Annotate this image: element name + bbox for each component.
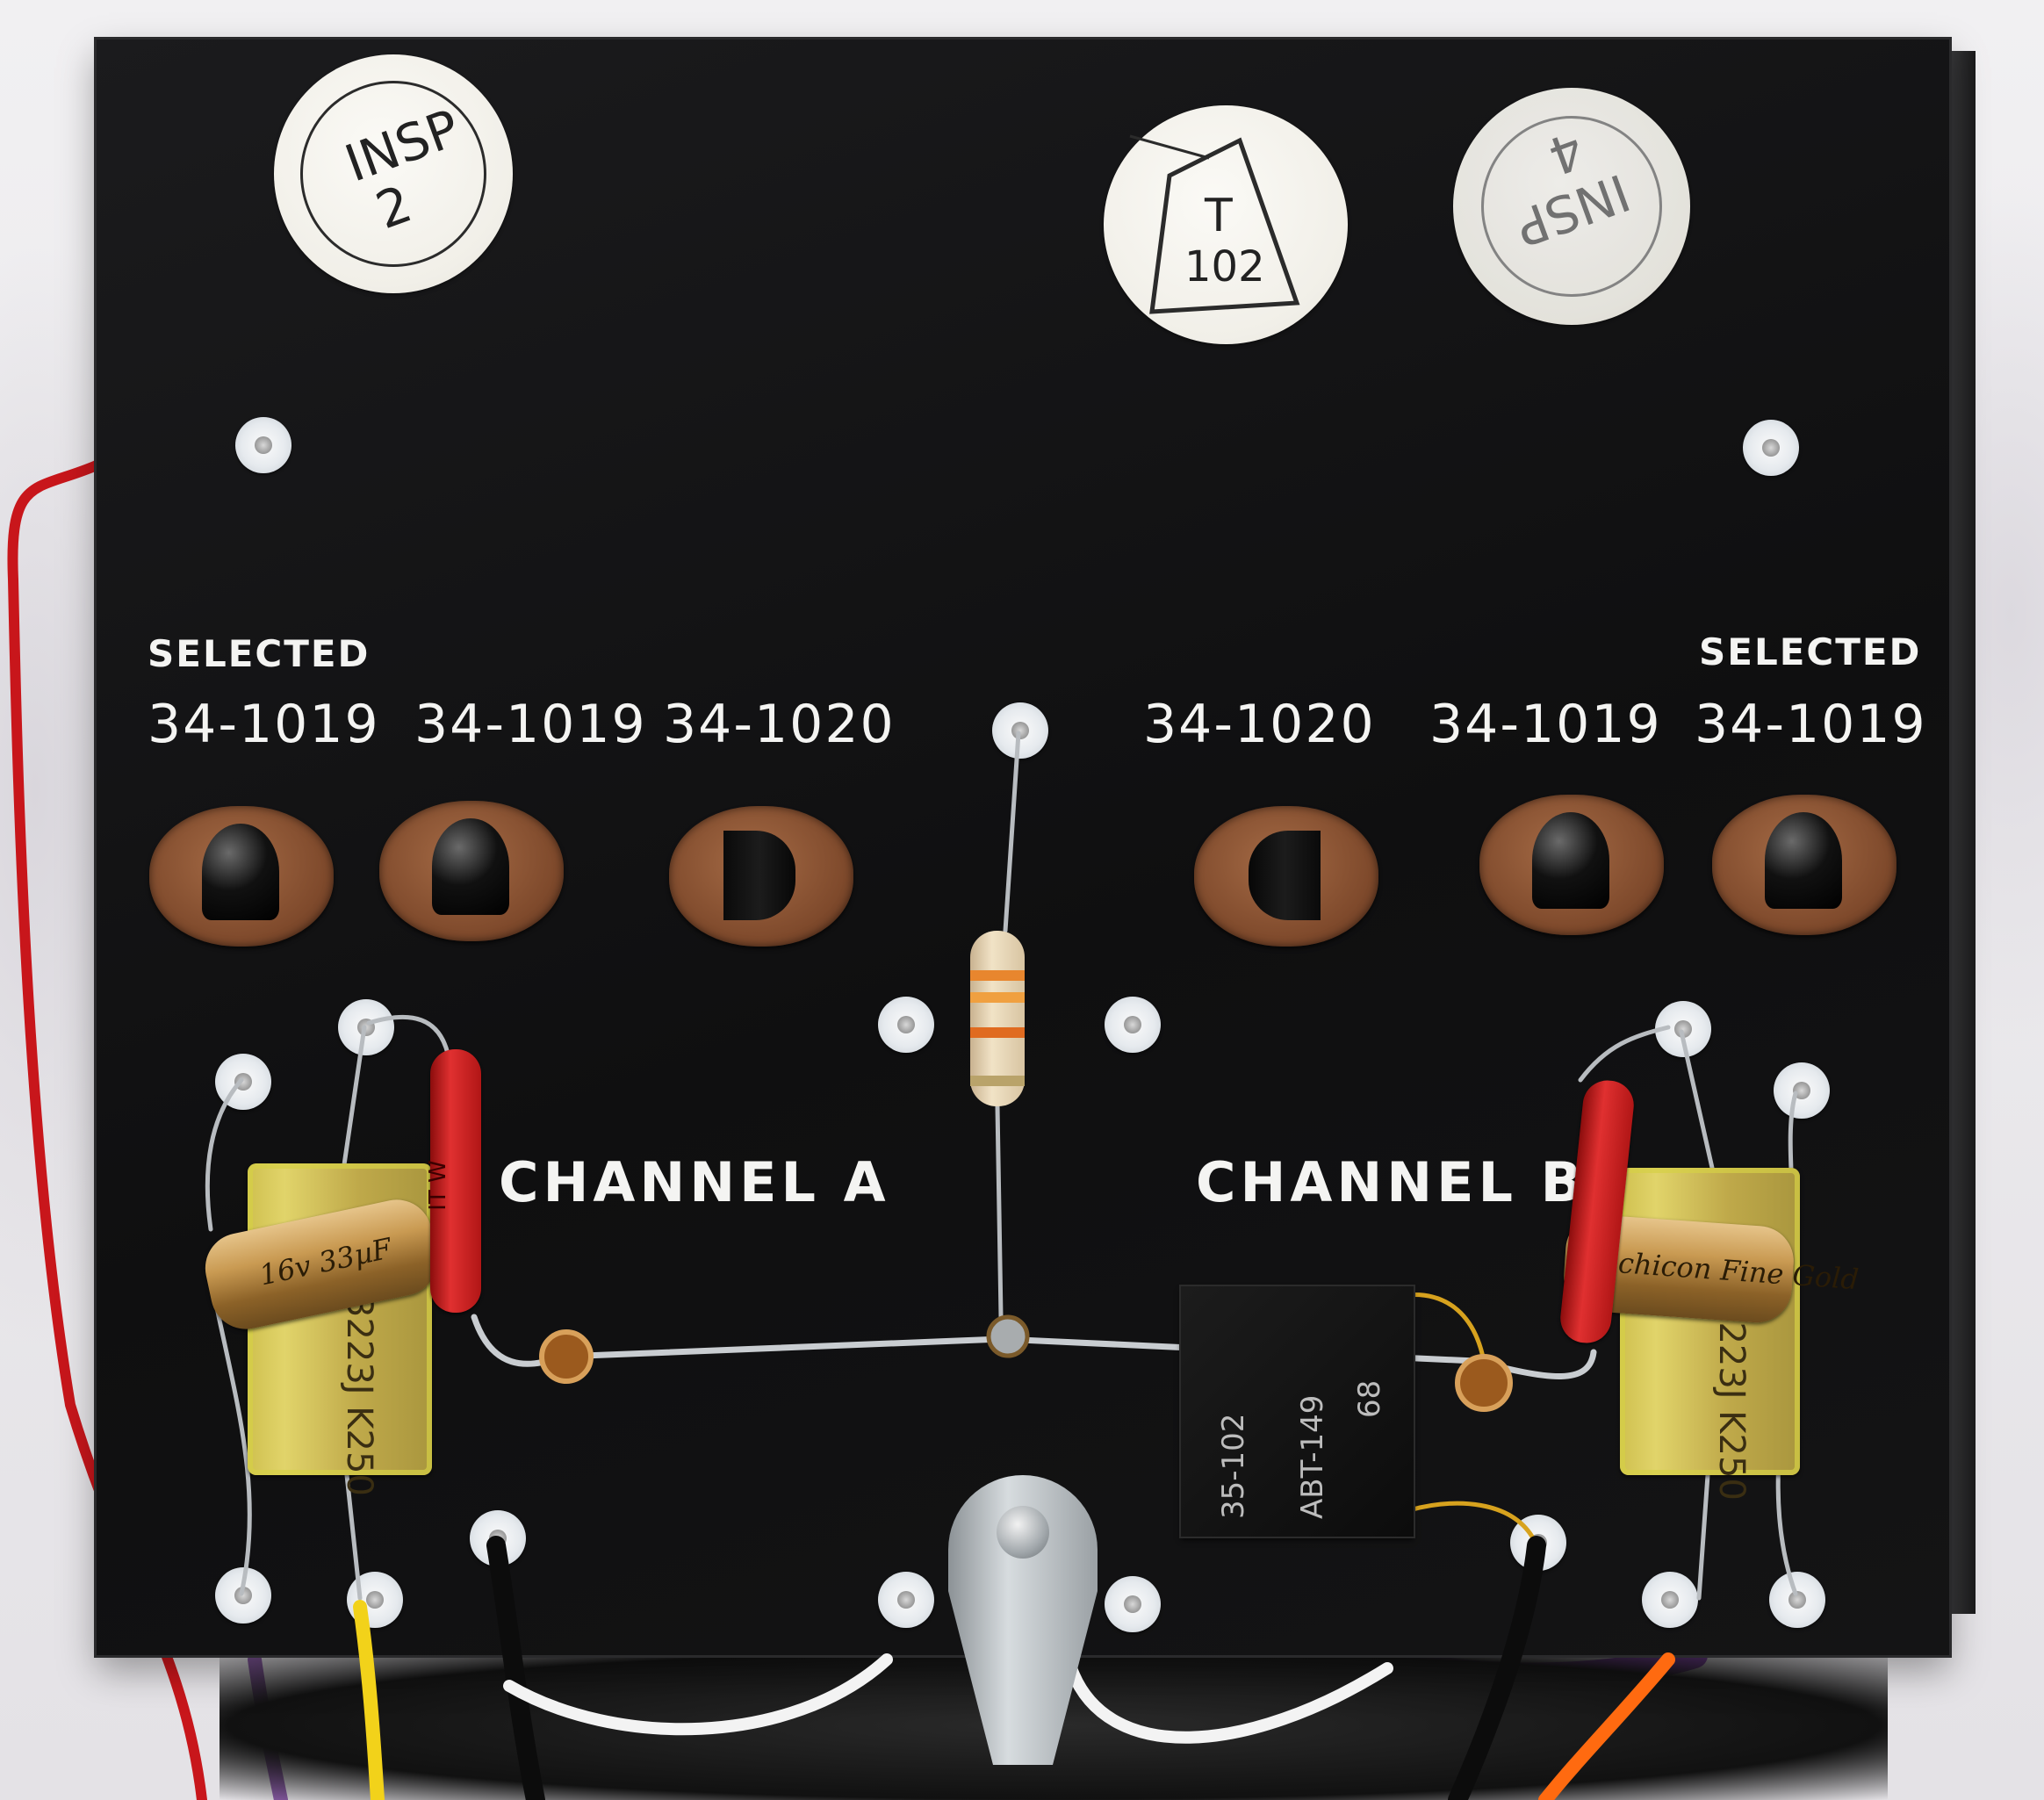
- selected-label-left: SELECTED: [148, 632, 371, 675]
- triangle-mark-icon: [1129, 134, 1300, 314]
- resistor-band: [970, 1027, 1025, 1038]
- standoff-bottom-4: [878, 1572, 934, 1628]
- selected-label-right: SELECTED: [1699, 630, 1922, 673]
- solder-joint: [986, 1314, 1030, 1358]
- standoff-center-right: [1105, 997, 1161, 1053]
- standoff-top-right: [1743, 420, 1799, 476]
- resistor-band: [970, 970, 1025, 981]
- red-diode-left: IT W: [425, 1049, 481, 1313]
- standoff-left-2: [215, 1054, 271, 1110]
- lead-left-red: [366, 1015, 450, 1056]
- led-icon: [202, 824, 279, 920]
- white-wire-right: [1065, 1662, 1393, 1744]
- lead-left-film-bottom: [344, 1472, 363, 1601]
- led-socket-2: [379, 801, 564, 941]
- t102-sticker: T 102: [1104, 105, 1348, 344]
- inspection-sticker-2: INSP 2: [274, 54, 513, 293]
- yellow-wire: [353, 1600, 385, 1800]
- center-resistor: [970, 931, 1025, 1106]
- lead-left-down: [212, 1297, 252, 1596]
- channel-a-label: CHANNEL A: [499, 1150, 890, 1214]
- transistor-icon: [723, 831, 795, 920]
- part-label-2: 34-1019: [414, 694, 647, 755]
- sticker-text-t: T: [1205, 190, 1233, 242]
- standoff-bottom-8: [1769, 1572, 1825, 1628]
- gold-wire-bridge-low: [1407, 1501, 1535, 1539]
- black-wire-right: [1448, 1536, 1546, 1800]
- channel-b-label: CHANNEL B: [1196, 1150, 1587, 1214]
- standoff-center-left: [878, 997, 934, 1053]
- lead-right-film-bottom: [1696, 1472, 1710, 1601]
- lead-right-film-top: [1679, 1029, 1715, 1170]
- standoff-center-top: [992, 702, 1048, 759]
- part-label-4: 34-1020: [1143, 694, 1376, 755]
- standoff-bottom-5: [1105, 1576, 1161, 1632]
- panel-side-edge: [1949, 51, 1976, 1614]
- center-lead-bottom: [995, 1104, 1004, 1320]
- standoff-bottom-7: [1642, 1572, 1698, 1628]
- center-lead-top: [1003, 731, 1021, 933]
- lead-left-film-top: [340, 1025, 367, 1179]
- gold-wire-bridge: [1402, 1292, 1486, 1364]
- lead-left-elec: [205, 1077, 244, 1232]
- orange-wire: [1538, 1652, 1675, 1800]
- lead-right-red: [1578, 1025, 1671, 1083]
- sticker-text-102: 102: [1184, 242, 1265, 292]
- part-label-5: 34-1019: [1429, 694, 1662, 755]
- led-icon: [1765, 812, 1842, 909]
- part-label-3: 34-1020: [663, 694, 896, 755]
- resistor-band: [970, 992, 1025, 1003]
- resistor-band: [970, 1076, 1025, 1086]
- part-label-1: 34-1019: [148, 694, 380, 755]
- transistor-socket-3: [669, 806, 853, 947]
- inspection-sticker-4: INSP 4: [1453, 88, 1690, 325]
- led-socket-1: [149, 806, 334, 947]
- black-wire-left: [486, 1536, 545, 1800]
- white-wire-left: [503, 1653, 893, 1736]
- led-icon: [432, 818, 509, 915]
- solder-joint: [1455, 1354, 1513, 1412]
- solder-joint: [539, 1329, 594, 1384]
- led-icon: [1532, 812, 1609, 909]
- led-socket-5: [1479, 795, 1664, 935]
- part-label-6: 34-1019: [1695, 694, 1927, 755]
- standoff-right-2: [1774, 1062, 1830, 1119]
- bridge-rectifier: 35-102 ABT-149 68: [1181, 1286, 1414, 1537]
- led-socket-6: [1712, 795, 1896, 935]
- transistor-socket-4: [1194, 806, 1378, 947]
- screw-icon: [997, 1506, 1049, 1559]
- standoff-top-left: [235, 417, 291, 473]
